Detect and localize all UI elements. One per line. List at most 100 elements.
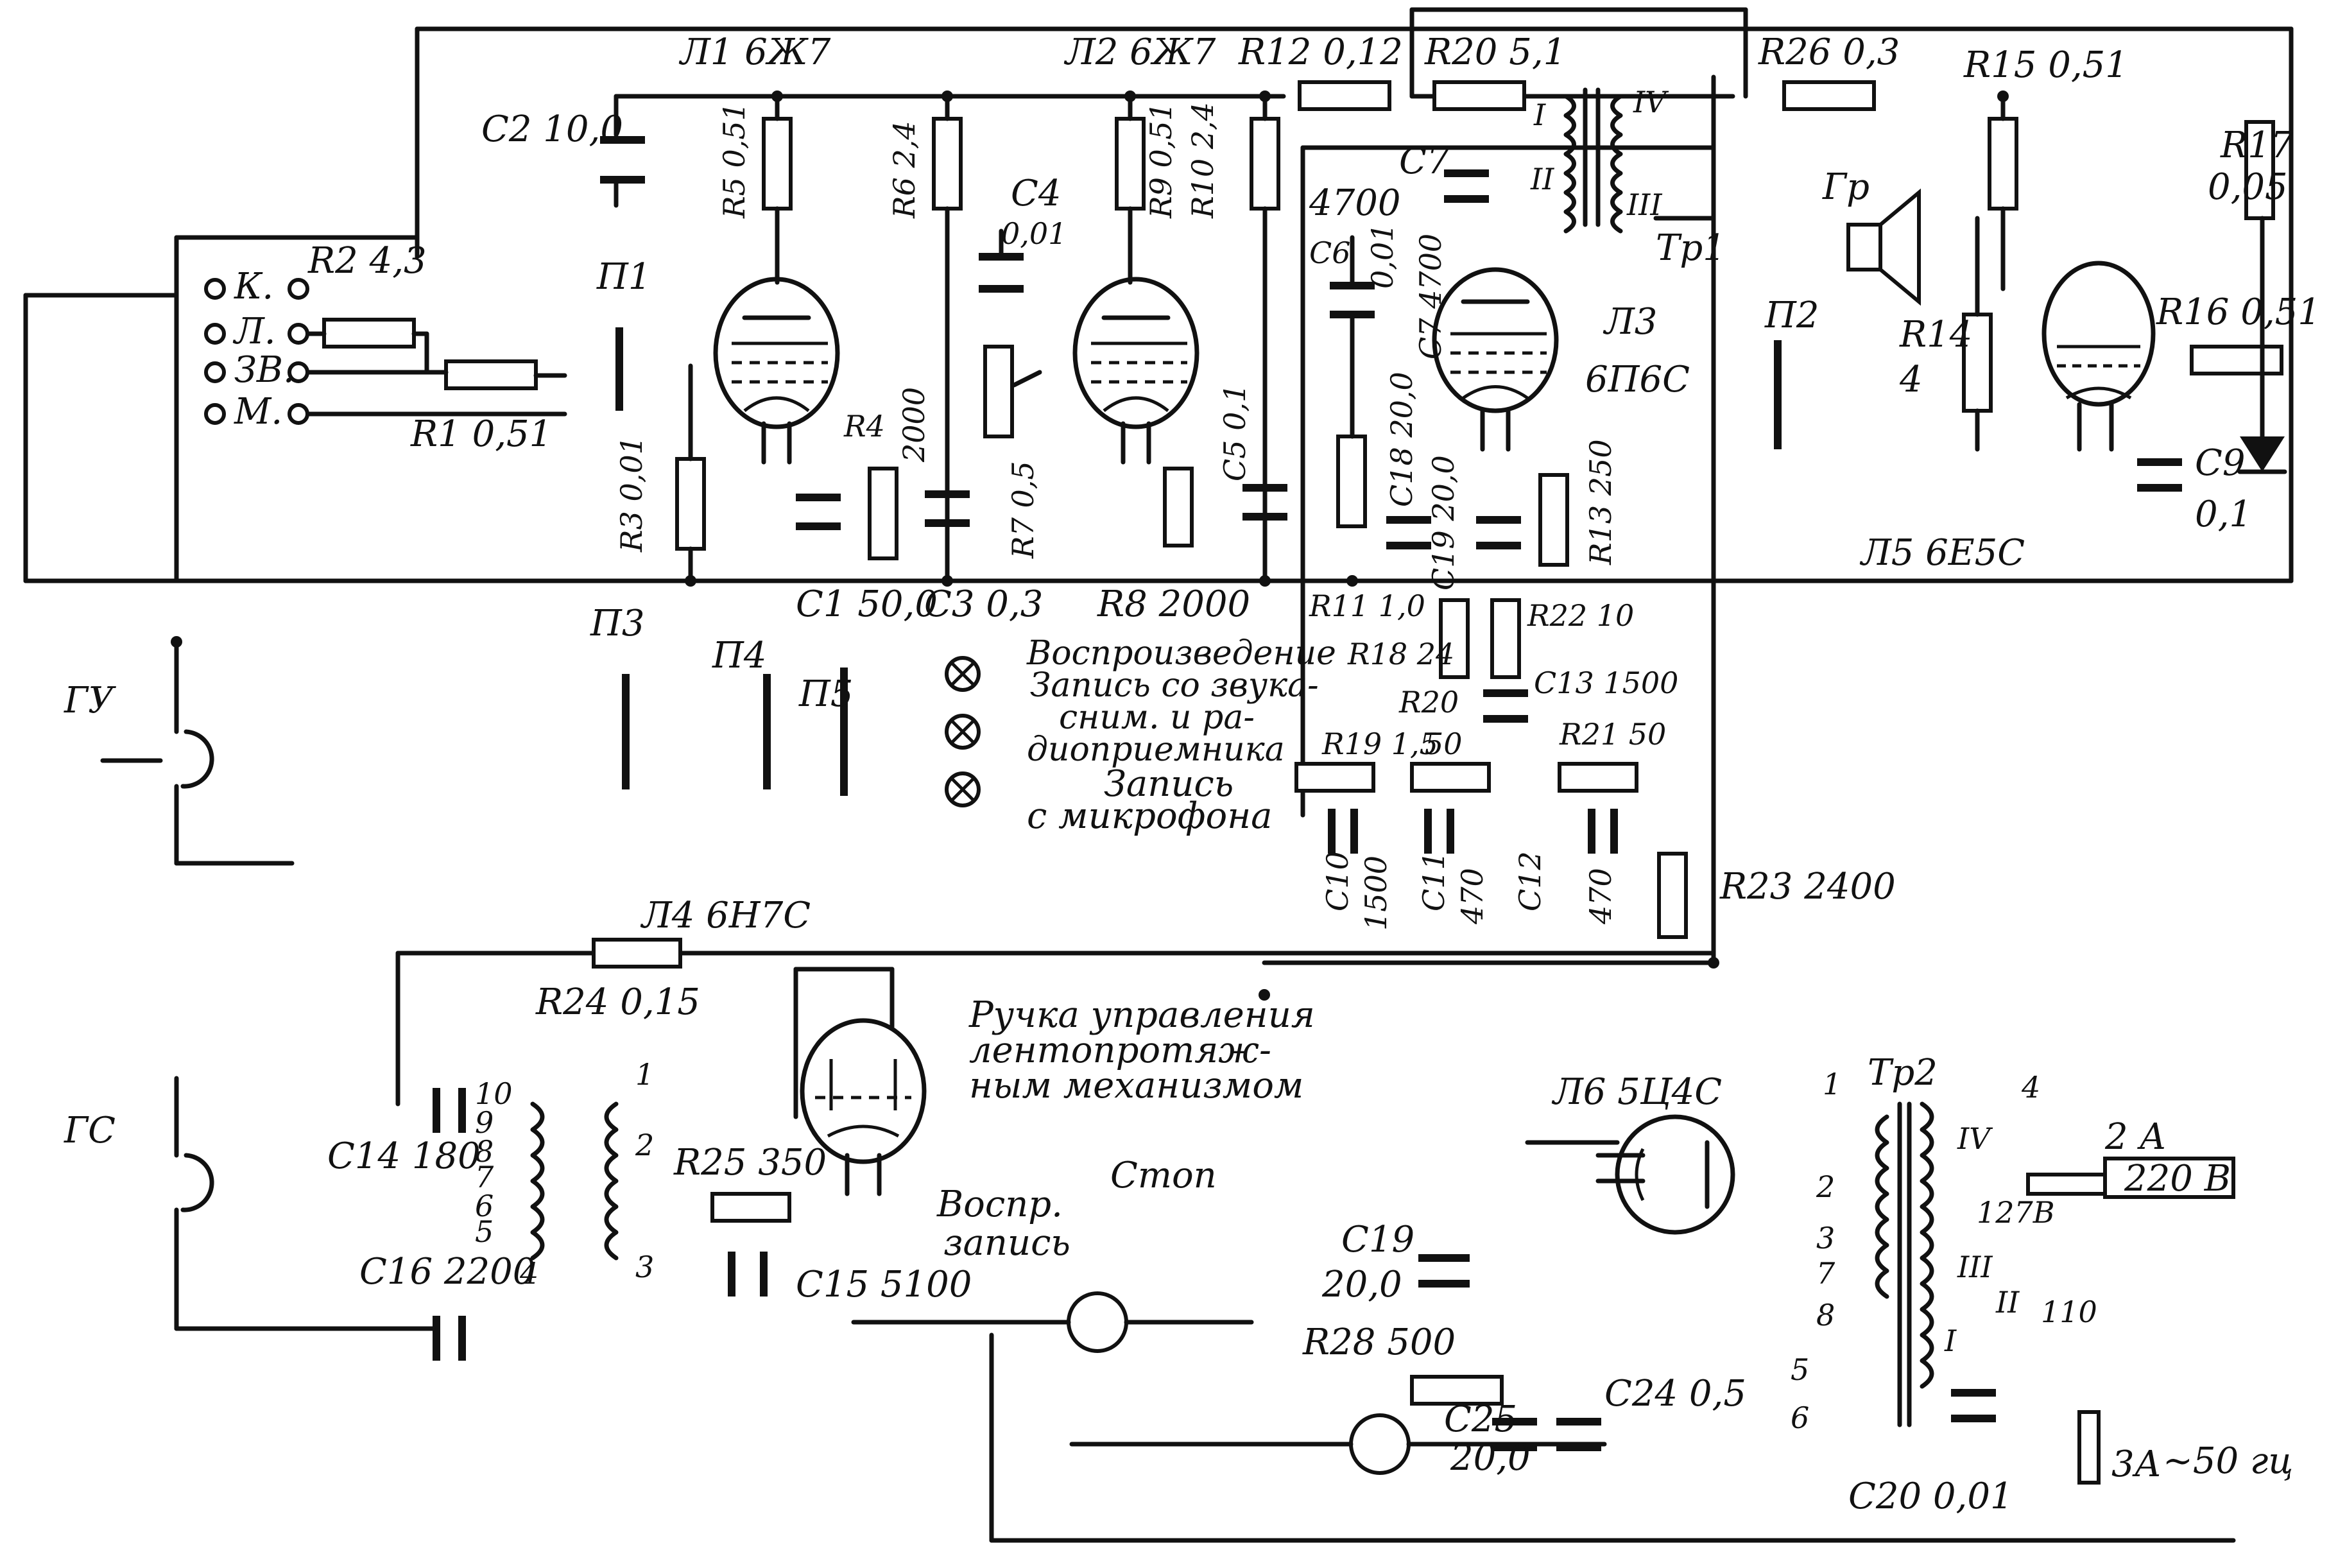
- label-r4-val: 2000: [897, 387, 931, 463]
- coil-tap-9: 9: [475, 1105, 494, 1140]
- motor-play-rec-2: запись: [943, 1222, 1070, 1264]
- capacitor-c4: [979, 228, 1024, 293]
- capacitor-c1: [796, 494, 841, 530]
- coil-tap-10: 10: [475, 1076, 513, 1111]
- mode-play: Воспроизведение: [1026, 634, 1336, 673]
- label-c10-val: 1500: [1359, 856, 1393, 931]
- tube-l3: [1432, 267, 1559, 452]
- label-r2: R2 4,3: [307, 240, 427, 282]
- label-r6: R6 2,4: [887, 121, 922, 219]
- label-p2: П2: [1764, 295, 1819, 336]
- lamp-1: [945, 656, 981, 692]
- capacitor-c19a: [1476, 516, 1521, 549]
- resistor-r25: [710, 1192, 791, 1223]
- coil-tap-6: 6: [475, 1189, 494, 1223]
- resistor-r9: [1115, 94, 1146, 285]
- label-r22: R22 10: [1527, 598, 1634, 633]
- power-fuse-3a: 3А: [2111, 1443, 2162, 1485]
- label-r14: R14: [1899, 314, 1972, 356]
- label-c24: C24 0,5: [1604, 1373, 1746, 1415]
- label-c25: C25: [1444, 1399, 1517, 1440]
- label-r19: R19 1,5: [1321, 727, 1438, 761]
- speaker-gr: [1846, 188, 1921, 306]
- label-c11: C11: [1416, 851, 1451, 911]
- label-r13: R13 250: [1583, 439, 1618, 565]
- label-c6-val: 0,01: [1365, 223, 1400, 289]
- capacitor-c14: [433, 1088, 466, 1133]
- indicator-diode: [2237, 216, 2287, 474]
- label-r21: R21 50: [1559, 717, 1666, 752]
- tr1-winding-3: III: [1626, 187, 1662, 222]
- label-l5: Л5 6Е5С: [1859, 532, 2025, 574]
- label-c19b: C19: [1341, 1219, 1414, 1261]
- tr2-winding-3: III: [1957, 1250, 1993, 1284]
- label-c19b-val: 20,0: [1321, 1264, 1402, 1305]
- resistor-r14: [1962, 216, 1993, 452]
- label-r20b: R20: [1398, 685, 1459, 719]
- fuse-2a: [2026, 1173, 2107, 1196]
- label-l4: Л4 6Н7С: [640, 895, 811, 936]
- label-p4: П4: [712, 635, 766, 676]
- oscillator-coil: [530, 1101, 619, 1261]
- mode-rec-radio-1: Запись со звука-: [1030, 666, 1319, 705]
- label-head-gs: ГС: [64, 1110, 116, 1151]
- resistor-r11: [1336, 435, 1367, 528]
- label-c6: C6: [1309, 236, 1350, 270]
- capacitor-c2: [600, 136, 645, 184]
- junctions: [171, 90, 2009, 1001]
- label-r9: R9 0,51: [1144, 102, 1178, 219]
- tr2-winding-1: I: [1944, 1323, 1957, 1358]
- power-220v: 220 В: [2124, 1158, 2231, 1200]
- resistor-r16: [2190, 345, 2283, 375]
- resistor-r8: [1163, 467, 1194, 547]
- label-l6: Л6 5Ц4С: [1551, 1071, 1722, 1113]
- label-c1: C1 50,0: [796, 583, 938, 625]
- resistor-r23: [1657, 852, 1688, 939]
- label-c7: C7: [1399, 141, 1450, 182]
- label-r1: R1 0,51: [410, 413, 552, 455]
- tube-l4: [793, 967, 927, 1196]
- capacitor-c16: [433, 1316, 466, 1361]
- label-c2: C2 10,0: [481, 108, 623, 150]
- label-c18: C18 20,0: [1384, 372, 1419, 507]
- resistor-r19: [1294, 762, 1375, 793]
- tr2-tap-7: 7: [1816, 1256, 1835, 1291]
- label-r24: R24 0,15: [535, 981, 700, 1023]
- head-gs: [174, 1076, 436, 1331]
- label-c11-val: 470: [1455, 868, 1490, 925]
- resistor-r26: [1782, 80, 1876, 111]
- label-l2: Л2 6Ж7: [1063, 31, 1216, 73]
- label-r17-val: 0,05: [2208, 166, 2288, 208]
- capacitor-c19b: [1418, 1254, 1470, 1288]
- resistor-r6: [932, 94, 963, 583]
- coil-tap-7: 7: [475, 1160, 494, 1194]
- label-r26: R26 0,3: [1758, 31, 1900, 73]
- label-c20: C20 0,01: [1848, 1476, 2013, 1517]
- tr1-winding-2: II: [1530, 162, 1554, 196]
- label-r11: R11 1,0: [1309, 589, 1425, 623]
- label-p5: П5: [798, 673, 853, 715]
- power-mains: ~50 гц: [2163, 1440, 2293, 1482]
- label-c4-val: 0,01: [1001, 216, 1067, 251]
- label-c3: C3 0,3: [924, 583, 1043, 625]
- mode-rec-mic-1: Запись: [1104, 763, 1233, 805]
- label-r16: R16 0,51: [2156, 291, 2321, 333]
- coil-tap-5: 5: [475, 1214, 494, 1249]
- mode-rec-mic-2: с микрофона: [1027, 795, 1272, 837]
- osc-tap-3: 3: [635, 1250, 654, 1284]
- capacitor-c6: [1330, 235, 1375, 439]
- control-note-3: ным механизмом: [969, 1065, 1303, 1107]
- label-c7-val: 4700: [1309, 182, 1401, 224]
- capacitor-c11: [1424, 809, 1454, 854]
- transformer-tr1: [1563, 87, 1623, 234]
- label-c16: C16 2200: [359, 1251, 535, 1293]
- resistor-r18: [1439, 598, 1470, 679]
- capacitor-c5: [1242, 484, 1287, 521]
- label-c10: C10: [1320, 851, 1355, 911]
- osc-tap-2: 2: [635, 1128, 654, 1162]
- label-r4: R4: [843, 409, 885, 444]
- label-c9: C9: [2195, 442, 2245, 484]
- coil-tap-4: 4: [519, 1256, 538, 1291]
- label-input-m: М.: [234, 391, 282, 433]
